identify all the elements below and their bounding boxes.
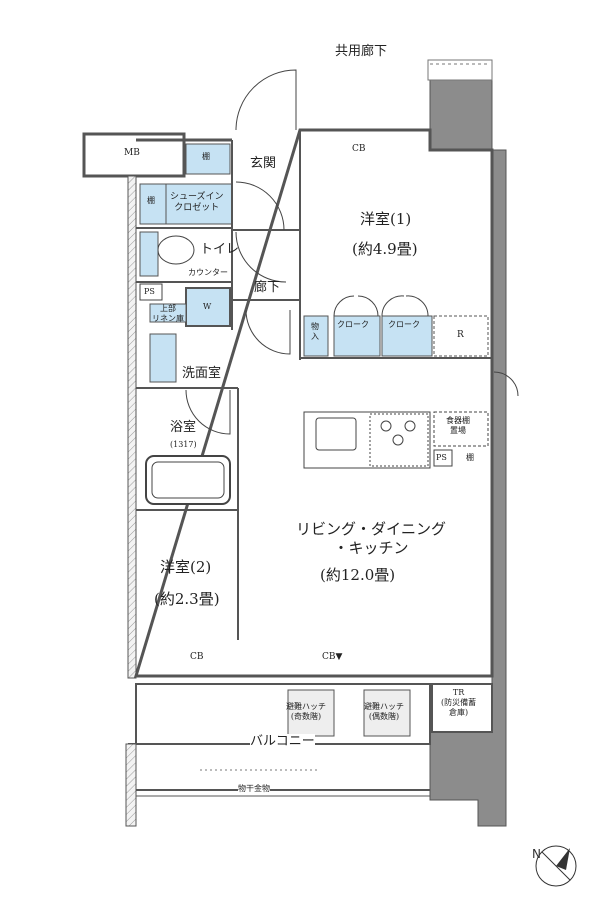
burner-1 [380,420,392,432]
linen-storage [149,303,187,323]
label-counter: カウンター [188,268,228,277]
label-shoes-closet: シューズイン クロゼット [170,192,224,214]
balcony-left-post [125,743,137,827]
label-cb-arrow: CB▼ [322,652,343,662]
doors [185,69,519,435]
toilet-storage [139,231,159,277]
label-shelf-kitchen: 棚 [466,453,474,462]
shelf-top [185,143,231,175]
toilet-bowl [157,235,195,265]
label-cloak-2: クローク [388,320,420,329]
label-storage-mono: 物 入 [311,322,319,341]
bathtub [145,455,231,505]
label-western-room-1: 洋室(1) [360,210,412,228]
label-toilet: トイレ [200,242,240,257]
label-bath: 浴室 [170,420,197,435]
label-ps-kitchen: PS [436,453,447,462]
sink-counter [149,333,177,383]
label-ps-wash: PS [144,287,155,296]
exterior-wall-left [127,175,137,679]
label-balcony: バルコニー [250,734,315,751]
label-tr-storage: TR (防災備蓄 倉庫) [441,688,477,717]
building-edge-top [427,59,493,81]
cloak-2 [381,315,433,357]
kitchen-sink [315,417,357,451]
svg-text:N: N [532,847,541,861]
stove [369,413,429,467]
label-r: R [457,330,464,340]
shoes-closet [165,183,233,225]
ps-box-kitchen [433,449,453,467]
label-bath-size: (1317) [170,440,197,449]
label-shelf-top: 棚 [202,152,210,161]
cloak-1 [333,315,381,357]
label-corridor-shared: 共用廊下 [335,44,388,59]
label-mb: MB [124,148,140,158]
north-arrow-icon: N [532,845,577,887]
shelf-left [139,183,167,225]
label-cb-left: CB [190,652,204,662]
interior-walls [136,130,492,640]
label-hallway: 廊下 [254,280,281,295]
dish-shelf-area [433,411,489,447]
label-w: W [203,302,212,311]
hatch-odd-box [287,689,335,737]
label-western-room-1-size: (約4.9畳) [352,240,418,258]
outer-walls [133,128,494,678]
label-cloak-1: クローク [337,320,369,329]
label-ldk-size: (約12.0畳) [320,566,396,584]
burner-2 [404,420,416,432]
bathtub-inner [151,461,225,499]
label-ldk: リビング・ダイニング ・キッチン [296,520,447,557]
label-dish-shelf: 食器棚 置場 [446,416,470,435]
label-washroom: 洗面室 [182,366,222,381]
room-r [433,315,489,357]
label-cb-top: CB [352,144,366,154]
label-shelf-left: 棚 [147,196,155,205]
tr-box [431,683,493,733]
label-hatch-odd: 避難ハッチ (奇数階) [286,702,326,721]
label-upper-linen: 上部 リネン庫 [152,304,184,323]
label-hatch-even: 避難ハッチ (偶数階) [364,702,404,721]
label-clothes-hanger: 物干金物 [238,784,270,794]
label-western-room-2-size: (約2.3畳) [154,590,220,608]
ps-box-wash [139,283,163,301]
hatch-even-box [363,689,411,737]
storage-mono [303,315,329,357]
label-entrance: 玄関 [250,156,277,171]
label-western-room-2: 洋室(2) [160,558,212,576]
burner-3 [392,434,404,446]
